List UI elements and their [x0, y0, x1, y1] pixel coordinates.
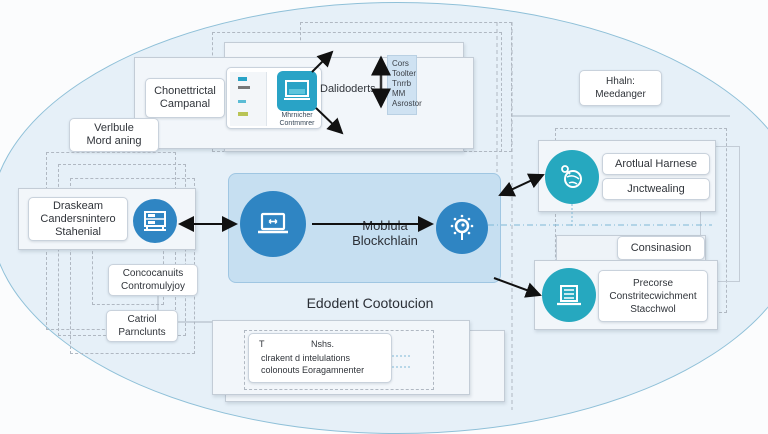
left-sub-label-1: Concocanuits Contromulyjoy [108, 264, 198, 296]
right-node1-label2: Jnctwealing [602, 178, 710, 200]
bottom-row-1: clrakent d intelulations [261, 353, 351, 363]
top-list-item: Toolter [392, 69, 417, 78]
right-tab-2: Consinasion [617, 236, 705, 260]
device-sidebar-list [230, 72, 267, 126]
top-list-item: Tnrrb [392, 79, 412, 88]
arrow-core-right-bottom [493, 277, 542, 298]
bottom-row-2: colonouts Eoragamnenter [261, 365, 365, 375]
core-title: Moblula Blockchlain [352, 218, 418, 248]
top-list-item: Asrostor [392, 99, 422, 108]
document-stack-icon[interactable] [542, 268, 596, 322]
device-caption: Mhrnicher Contmmrer [279, 112, 315, 127]
arrow-device-down [315, 107, 344, 135]
network-gear-icon[interactable] [436, 202, 488, 254]
right-tag: Hhaln: Meedanger [579, 70, 662, 106]
left-tab: Verlbule Mord aning [69, 118, 159, 152]
top-label-line1: Chonettrictal [154, 85, 216, 97]
laptop-icon[interactable] [240, 191, 306, 257]
top-side-label: Dalidoderts [320, 83, 376, 95]
right-stack-side [700, 146, 740, 282]
top-label: Chonettrictal Campanal [145, 78, 225, 118]
globe-key-icon[interactable] [545, 150, 599, 204]
arrow-core-right-top [498, 173, 545, 197]
right-node2-label: Precorse Constritecwichment Stacchwol [598, 270, 708, 322]
bottom-header-right: Nshs. [311, 339, 335, 349]
bottom-header-left: T [259, 339, 265, 349]
top-list-card: Cors Toolter Tnrrb MM Asrostor [387, 55, 422, 115]
top-label-line2: Campanal [159, 98, 211, 110]
left-label: Draskeam Candersnintero Stahenial [28, 197, 128, 241]
monitor-icon [277, 71, 317, 111]
bottom-inner-frame [244, 330, 434, 390]
bottom-card: T Nshs. clrakent d intelulations colonou… [248, 333, 392, 383]
server-rack-icon[interactable] [133, 199, 177, 243]
right-node1-label1: Arotlual Harnese [602, 153, 710, 175]
device-card[interactable]: Mhrnicher Contmmrer [226, 67, 322, 129]
top-list-item: Cors [392, 59, 409, 68]
section-title: Edodent Cootoucion [306, 295, 434, 311]
arrow-device-up [311, 50, 334, 73]
top-list-item: MM [392, 89, 406, 98]
left-sub-label-2: Catriol Parnclunts [106, 310, 178, 342]
